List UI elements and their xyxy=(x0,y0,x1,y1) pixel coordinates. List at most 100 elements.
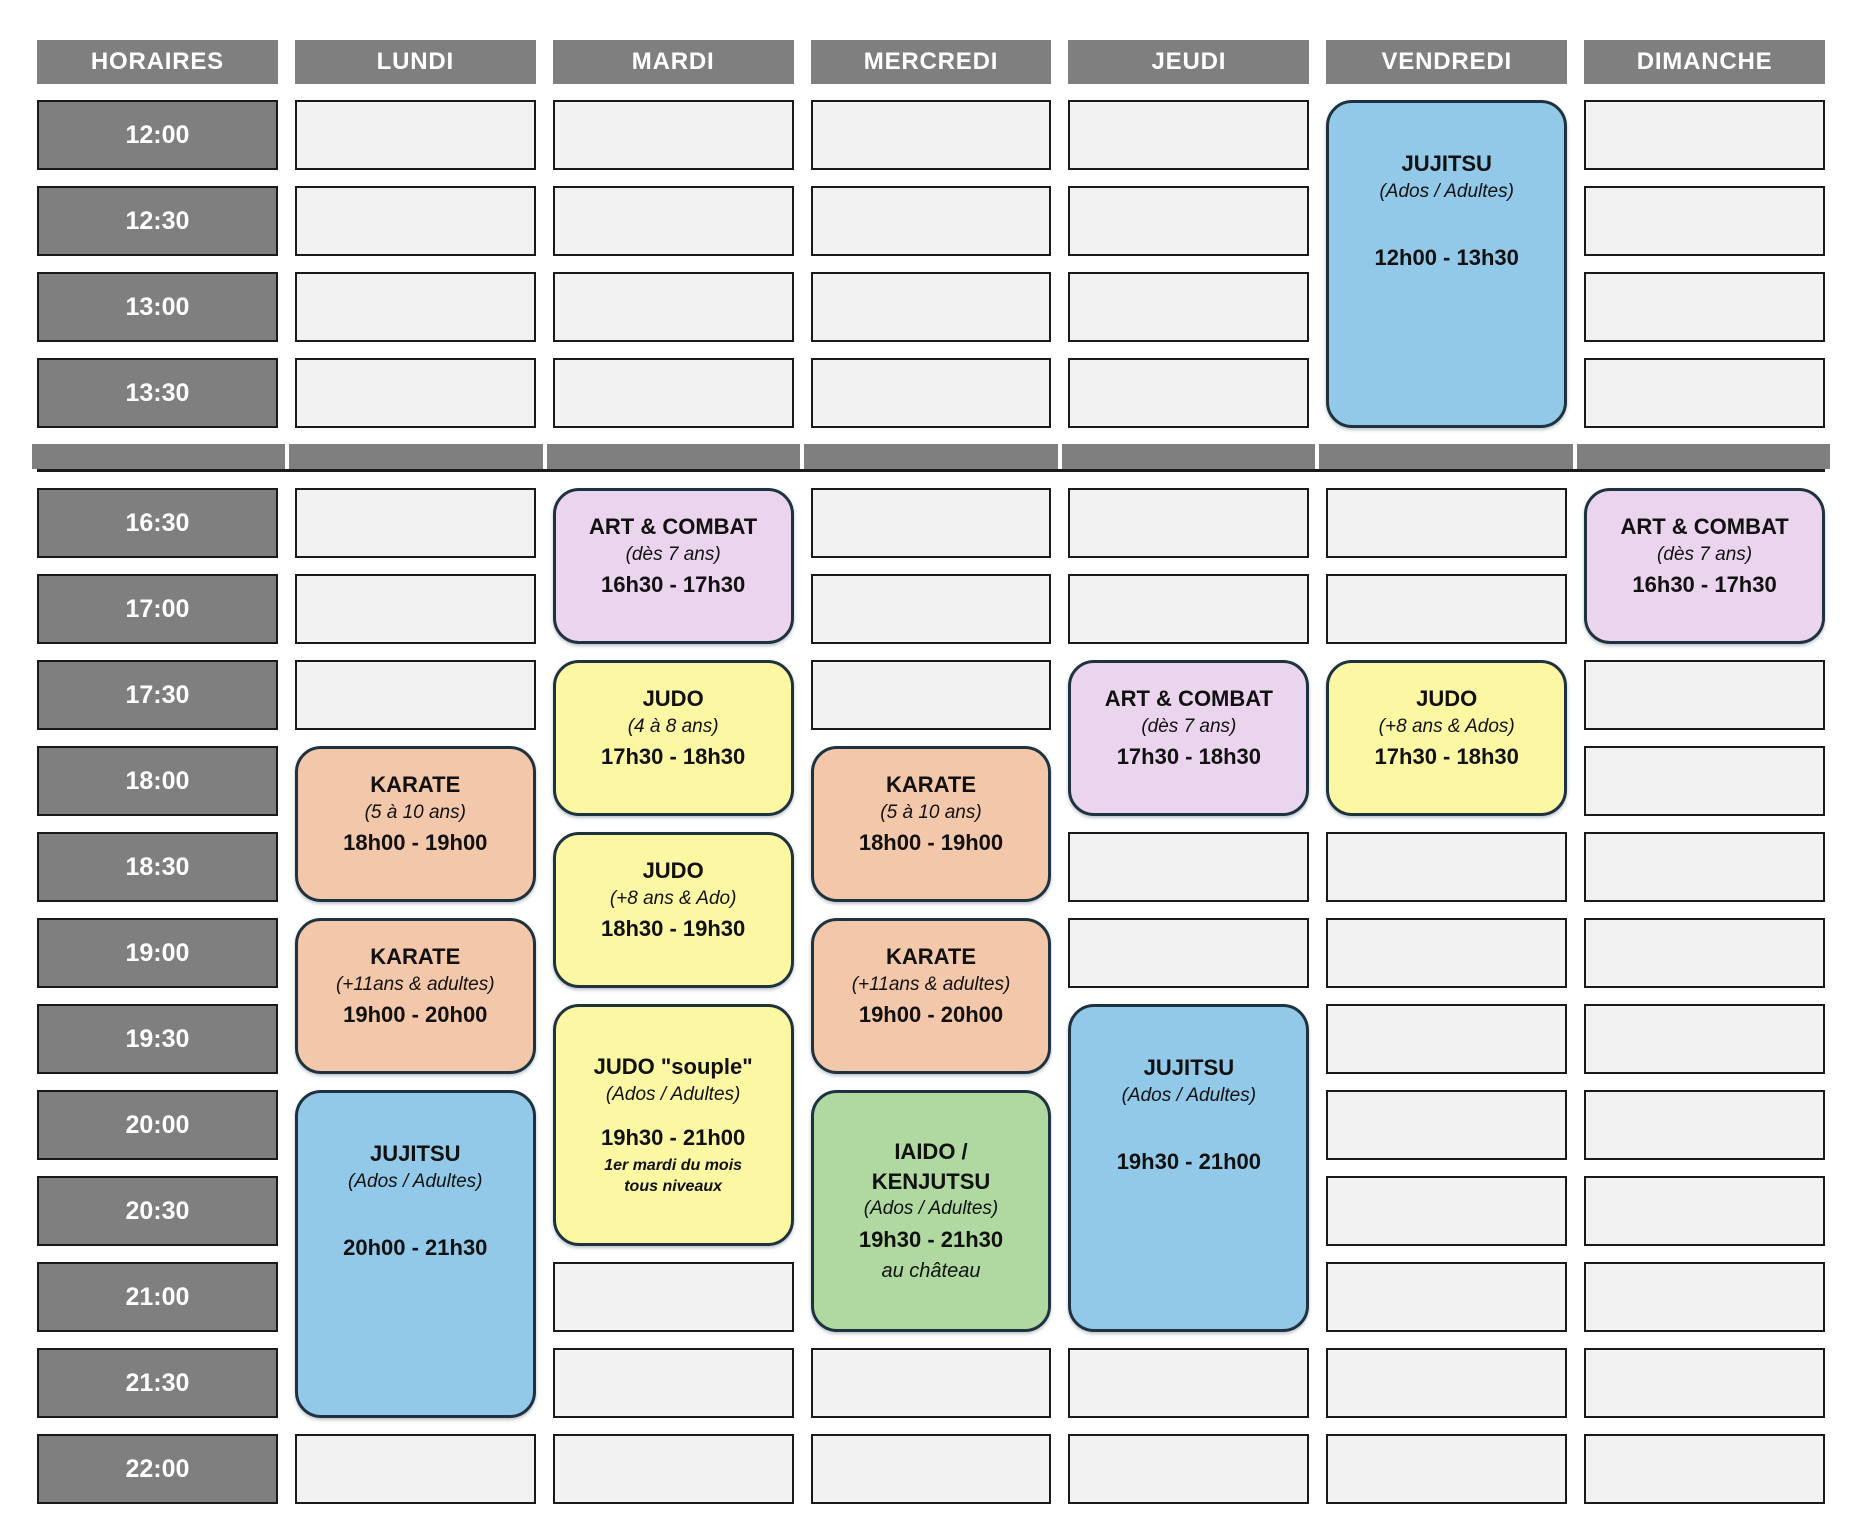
empty-slot xyxy=(552,1262,794,1332)
event-line: 20h00 - 21h30 xyxy=(343,1235,488,1261)
event-line: (dès 7 ans) xyxy=(625,543,721,565)
empty-slot xyxy=(552,1348,794,1418)
empty-slot xyxy=(810,272,1052,342)
event-mardi-judo: JUDO(4 à 8 ans)17h30 - 18h30 xyxy=(552,660,794,816)
separator-bar xyxy=(32,444,286,469)
empty-slot xyxy=(1584,746,1825,816)
empty-slot xyxy=(1584,918,1825,988)
empty-slot xyxy=(1326,832,1568,902)
event-line: 17h30 - 18h30 xyxy=(1374,744,1519,770)
event-line: (Ados / Adultes) xyxy=(1121,1084,1257,1106)
day-header-jeudi: JEUDI xyxy=(1068,40,1310,84)
event-line: 19h30 - 21h00 xyxy=(1116,1149,1261,1175)
time-label: 17:30 xyxy=(37,660,278,730)
day-header-mercredi: MERCREDI xyxy=(810,40,1052,84)
event-line: (5 à 10 ans) xyxy=(880,801,982,823)
event-lundi-karate: KARATE(+11ans & adultes)19h00 - 20h00 xyxy=(294,918,536,1074)
separator-row xyxy=(32,444,1830,472)
time-label: 20:30 xyxy=(37,1176,278,1246)
empty-slot xyxy=(1326,488,1568,558)
empty-slot xyxy=(1068,1348,1310,1418)
event-line: 1er mardi du mois xyxy=(604,1156,743,1174)
event-line: 19h30 - 21h00 xyxy=(600,1124,746,1150)
empty-slot xyxy=(294,660,536,730)
empty-slot xyxy=(1068,488,1310,558)
event-line: (5 à 10 ans) xyxy=(364,801,466,823)
empty-slot xyxy=(810,1434,1052,1504)
event-line: KARATE xyxy=(885,943,976,969)
empty-slot xyxy=(294,100,536,170)
event-line: (Ados / Adultes) xyxy=(1379,180,1514,202)
separator-bar xyxy=(289,444,543,469)
empty-slot xyxy=(1584,1090,1825,1160)
empty-slot xyxy=(1068,272,1310,342)
event-line: 18h00 - 19h00 xyxy=(343,830,488,856)
empty-slot xyxy=(1068,918,1310,988)
event-line: JUDO "souple" xyxy=(593,1054,753,1080)
event-line: (+11ans & adultes) xyxy=(335,973,495,995)
event-line: (Ados / Adultes) xyxy=(348,1170,483,1192)
empty-slot xyxy=(1584,1004,1825,1074)
time-label: 22:00 xyxy=(37,1434,278,1504)
event-line: (+8 ans & Ado) xyxy=(609,887,737,909)
empty-slot xyxy=(294,272,536,342)
empty-slot xyxy=(1584,272,1825,342)
event-line: KARATE xyxy=(370,771,461,797)
empty-slot xyxy=(294,186,536,256)
event-dimanche-art-combat: ART & COMBAT (dès 7 ans) 16h30 - 17h30 xyxy=(1584,488,1825,644)
empty-slot xyxy=(1584,660,1825,730)
event-line: 18h00 - 19h00 xyxy=(858,830,1004,856)
event-line: ART & COMBAT xyxy=(589,513,758,539)
day-header-horaires: HORAIRES xyxy=(37,40,278,84)
event-line: ART & COMBAT xyxy=(1620,513,1789,539)
empty-slot xyxy=(1326,1004,1568,1074)
event-line: JUDO xyxy=(1416,685,1478,711)
time-label: 19:30 xyxy=(37,1004,278,1074)
event-mercredi-iaido: IAIDO /KENJUTSU(Ados / Adultes)19h30 - 2… xyxy=(810,1090,1052,1332)
time-label: 13:30 xyxy=(37,358,278,428)
separator-bar xyxy=(1319,444,1573,469)
event-line: (+8 ans & Ados) xyxy=(1378,715,1515,737)
event-line: tous niveaux xyxy=(624,1178,723,1196)
day-header-lundi: LUNDI xyxy=(294,40,536,84)
empty-slot xyxy=(1326,1090,1568,1160)
empty-slot xyxy=(1326,1348,1568,1418)
empty-slot xyxy=(1584,358,1825,428)
separator-bar xyxy=(1576,444,1830,469)
empty-slot xyxy=(1068,358,1310,428)
day-header-mardi: MARDI xyxy=(552,40,794,84)
day-header-vendredi: VENDREDI xyxy=(1326,40,1568,84)
time-label: 21:00 xyxy=(37,1262,278,1332)
event-line: 19h00 - 20h00 xyxy=(858,1002,1004,1028)
event-line: JUJITSU xyxy=(370,1141,461,1166)
empty-slot xyxy=(1068,186,1310,256)
time-label: 16:30 xyxy=(37,488,278,558)
empty-slot xyxy=(1584,1348,1825,1418)
event-vendredi-jujitsu: JUJITSU(Ados / Adultes)12h00 - 13h30 xyxy=(1326,100,1568,428)
event-line: 17h30 - 18h30 xyxy=(600,744,746,770)
event-mardi-judo: JUDO(+8 ans & Ado)18h30 - 19h30 xyxy=(552,832,794,988)
event-mercredi-karate: KARATE(5 à 10 ans)18h00 - 19h00 xyxy=(810,746,1052,902)
event-line: 16h30 - 17h30 xyxy=(1632,572,1777,598)
event-lundi-jujitsu: JUJITSU (Ados / Adultes) 20h00 - 21h30 xyxy=(294,1090,536,1418)
time-label: 18:00 xyxy=(37,746,278,816)
separator-bar xyxy=(804,444,1058,469)
empty-slot xyxy=(1326,1434,1568,1504)
empty-slot xyxy=(1584,1434,1825,1504)
event-line: KARATE xyxy=(370,943,461,969)
empty-slot xyxy=(294,1434,536,1504)
event-line: (dès 7 ans) xyxy=(1141,715,1237,737)
empty-slot xyxy=(1068,1434,1310,1504)
event-line: au château xyxy=(881,1260,981,1283)
event-mardi-judo-souple: JUDO "souple"(Ados / Adultes)19h30 - 21h… xyxy=(552,1004,794,1246)
event-line: KENJUTSU xyxy=(871,1168,991,1194)
event-line: 12h00 - 13h30 xyxy=(1374,245,1519,271)
event-line: (+11ans & adultes) xyxy=(851,973,1011,995)
empty-slot xyxy=(810,660,1052,730)
empty-slot xyxy=(294,488,536,558)
empty-slot xyxy=(810,100,1052,170)
event-line: (dès 7 ans) xyxy=(1657,543,1753,565)
event-line: JUDO xyxy=(642,857,704,883)
empty-slot xyxy=(810,358,1052,428)
empty-slot xyxy=(1068,100,1310,170)
